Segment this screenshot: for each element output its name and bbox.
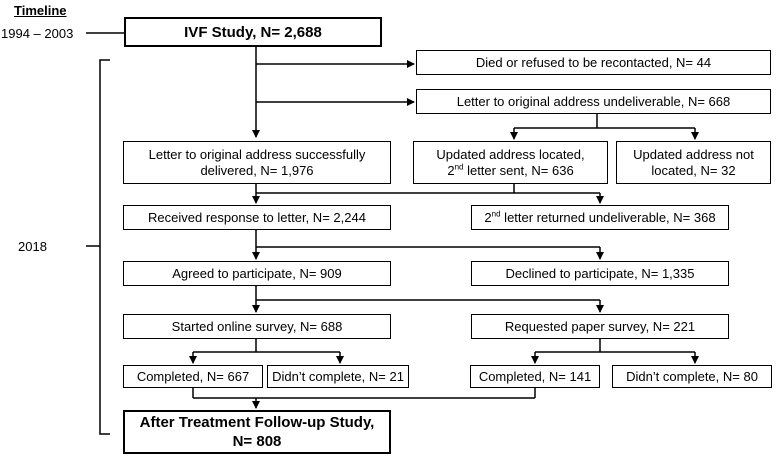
second-letter-returned-box: 2nd letter returned undeliverable, N= 36… <box>471 205 729 230</box>
requested-paper-survey-box: Requested paper survey, N= 221 <box>471 314 729 339</box>
completed-paper-box: Completed, N= 141 <box>470 365 600 388</box>
timeline-period-2018: 2018 <box>18 239 47 254</box>
letter-delivered-box: Letter to original address successfully … <box>123 141 391 184</box>
completed-online-box: Completed, N= 667 <box>123 365 263 388</box>
agreed-participate-box: Agreed to participate, N= 909 <box>123 261 391 286</box>
didnt-complete-paper-box: Didn’t complete, N= 80 <box>612 365 772 388</box>
ivf-study-box: IVF Study, N= 2,688 <box>124 17 382 47</box>
timeline-bracket <box>99 59 110 435</box>
updated-address-box: Updated address located, 2nd letter sent… <box>413 141 608 184</box>
updated-address-line1: Updated address located, <box>436 146 585 162</box>
updated-address-line2: 2nd letter sent, N= 636 <box>447 162 574 178</box>
followup-study-box: After Treatment Follow-up Study, N= 808 <box>123 410 391 454</box>
started-online-survey-box: Started online survey, N= 688 <box>123 314 391 339</box>
timeline-heading: Timeline <box>14 3 67 18</box>
declined-participate-box: Declined to participate, N= 1,335 <box>471 261 729 286</box>
didnt-complete-online-box: Didn’t complete, N= 21 <box>267 365 409 388</box>
letter-undeliverable-box: Letter to original address undeliverable… <box>416 89 771 114</box>
died-refused-box: Died or refused to be recontacted, N= 44 <box>416 50 771 75</box>
received-response-box: Received response to letter, N= 2,244 <box>123 205 391 230</box>
address-not-located-box: Updated address not located, N= 32 <box>616 141 771 184</box>
timeline-period-1994-2003: 1994 – 2003 <box>1 26 74 41</box>
